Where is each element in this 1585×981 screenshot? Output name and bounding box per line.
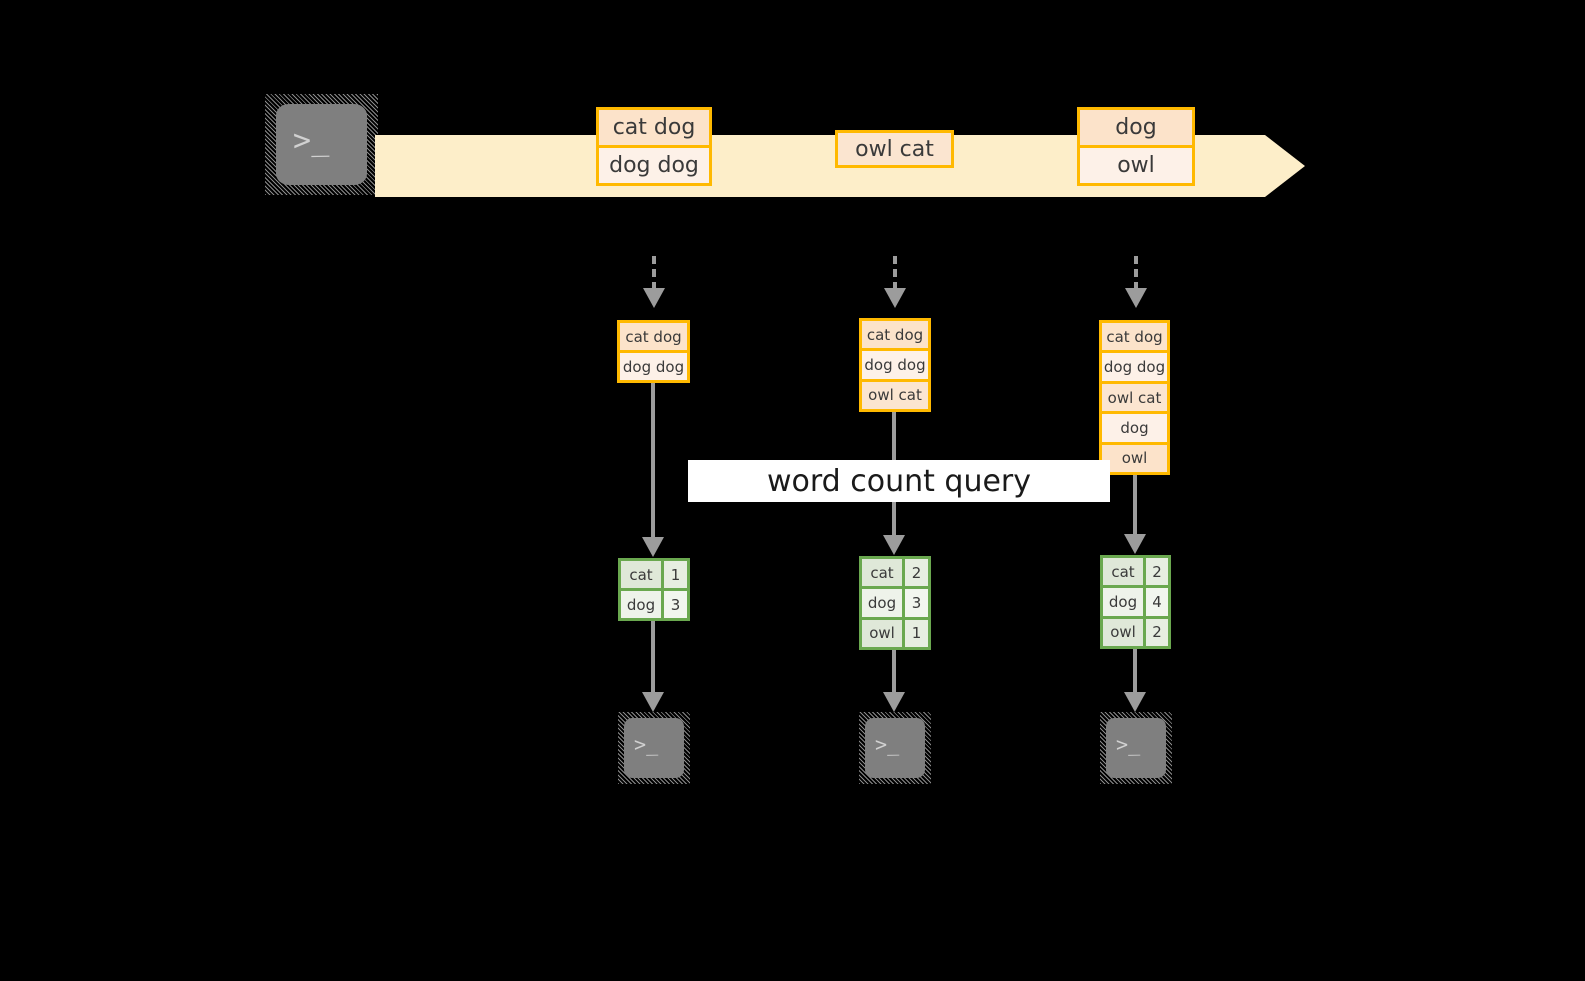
- result-count-cell: 2: [905, 559, 928, 587]
- query-flow-line-3: [1133, 475, 1137, 537]
- table-row: cat 2: [862, 559, 928, 587]
- snapshot-input-line: dog dog: [620, 350, 687, 380]
- snapshot-input-line: owl: [1102, 441, 1167, 473]
- message-line: dog: [1080, 110, 1192, 145]
- stream-message-batch-1[interactable]: cat dog dog dog: [596, 107, 712, 186]
- sink-flow-arrowhead-3: [1124, 692, 1146, 712]
- snapshot-input-table-3[interactable]: cat dog dog dog owl cat dog owl: [1099, 320, 1170, 475]
- table-row: dog 3: [862, 586, 928, 617]
- snapshot-input-line: dog dog: [1102, 350, 1167, 381]
- sink-terminal-icon-2: >_: [859, 712, 931, 784]
- message-line: owl: [1080, 145, 1192, 183]
- sink-flow-arrowhead-1: [642, 692, 664, 712]
- query-flow-arrowhead-3: [1124, 534, 1146, 554]
- result-word-cell: cat: [862, 559, 905, 587]
- result-word-cell: dog: [862, 589, 905, 617]
- sink-flow-arrowhead-2: [883, 692, 905, 712]
- terminal-body: [865, 718, 925, 778]
- snapshot-input-line: cat dog: [862, 321, 928, 349]
- message-line: owl cat: [838, 133, 951, 165]
- terminal-body: [1106, 718, 1166, 778]
- sink-flow-line-1: [651, 621, 655, 694]
- terminal-prompt-glyph: >_: [874, 731, 900, 757]
- query-flow-arrowhead-1: [642, 537, 664, 557]
- snapshot-input-table-2[interactable]: cat dog dog dog owl cat: [859, 318, 931, 412]
- terminal-body: [276, 104, 367, 185]
- snapshot-tap-arrowhead-1: [643, 288, 665, 308]
- result-count-cell: 3: [664, 591, 687, 618]
- result-word-cell: owl: [862, 619, 905, 647]
- result-count-cell: 1: [905, 619, 928, 647]
- sink-flow-line-3: [1133, 649, 1137, 694]
- source-terminal-icon: >_: [265, 94, 378, 195]
- query-flow-arrowhead-2: [883, 535, 905, 555]
- terminal-body: [624, 718, 684, 778]
- snapshot-input-line: owl cat: [1102, 380, 1167, 412]
- result-count-cell: 4: [1146, 588, 1168, 616]
- snapshot-input-line: cat dog: [1102, 323, 1167, 351]
- sink-flow-line-2: [892, 650, 896, 694]
- snapshot-tap-line-2: [893, 256, 897, 290]
- snapshot-tap-line-3: [1134, 256, 1138, 290]
- snapshot-input-line: dog dog: [862, 348, 928, 379]
- result-word-cell: dog: [1103, 588, 1146, 616]
- table-row: dog 3: [621, 588, 687, 618]
- query-flow-line-1: [651, 383, 655, 539]
- snapshot-input-line: dog: [1102, 411, 1167, 442]
- result-word-cell: owl: [1103, 618, 1146, 646]
- result-count-cell: 3: [905, 589, 928, 617]
- result-table-1[interactable]: cat 1 dog 3: [618, 558, 690, 621]
- snapshot-input-line: cat dog: [620, 323, 687, 350]
- result-word-cell: dog: [621, 591, 664, 618]
- table-row: cat 2: [1103, 558, 1168, 586]
- result-table-2[interactable]: cat 2 dog 3 owl 1: [859, 556, 931, 650]
- stream-message-batch-2[interactable]: owl cat: [835, 130, 954, 168]
- table-row: owl 1: [862, 616, 928, 647]
- stream-arrow-head: [1265, 135, 1305, 197]
- query-label: word count query: [688, 460, 1110, 502]
- table-row: owl 2: [1103, 615, 1168, 646]
- terminal-prompt-glyph: >_: [633, 731, 659, 757]
- snapshot-input-line: owl cat: [862, 378, 928, 409]
- result-word-cell: cat: [621, 561, 664, 588]
- terminal-prompt-glyph: >_: [1115, 731, 1141, 757]
- table-row: cat 1: [621, 561, 687, 588]
- result-count-cell: 2: [1146, 618, 1168, 646]
- stream-message-batch-3[interactable]: dog owl: [1077, 107, 1195, 186]
- result-count-cell: 1: [664, 561, 687, 588]
- sink-terminal-icon-3: >_: [1100, 712, 1172, 784]
- sink-terminal-icon-1: >_: [618, 712, 690, 784]
- message-line: cat dog: [599, 110, 709, 145]
- result-word-cell: cat: [1103, 558, 1146, 586]
- snapshot-tap-arrowhead-3: [1125, 288, 1147, 308]
- table-row: dog 4: [1103, 585, 1168, 616]
- snapshot-input-table-1[interactable]: cat dog dog dog: [617, 320, 690, 383]
- result-table-3[interactable]: cat 2 dog 4 owl 2: [1100, 555, 1171, 649]
- result-count-cell: 2: [1146, 558, 1168, 586]
- message-line: dog dog: [599, 145, 709, 183]
- terminal-prompt-glyph: >_: [292, 122, 330, 159]
- snapshot-tap-arrowhead-2: [884, 288, 906, 308]
- snapshot-tap-line-1: [652, 256, 656, 290]
